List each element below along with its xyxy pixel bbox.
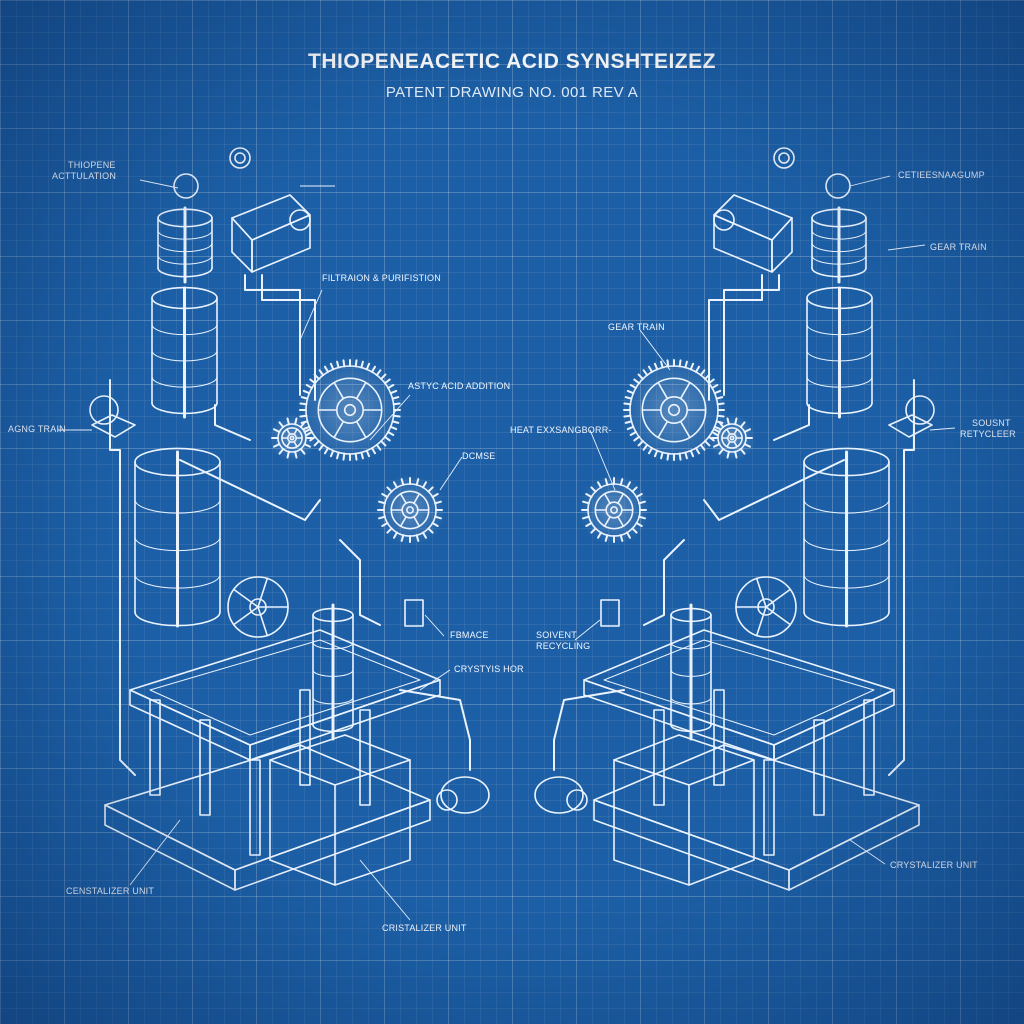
pinion-gear bbox=[268, 414, 316, 462]
label-agng-train: AGNG TRAIN bbox=[8, 424, 66, 434]
filter-vessel bbox=[151, 286, 218, 419]
control-box bbox=[404, 599, 424, 627]
bevel-gear bbox=[578, 474, 650, 546]
base-plate-side bbox=[593, 799, 790, 891]
label-fbmace: FBMACE bbox=[450, 630, 489, 640]
transfer-pipe bbox=[179, 459, 321, 521]
drive-motor-side bbox=[251, 214, 311, 273]
frame-leg bbox=[713, 689, 725, 786]
base-plate-top bbox=[104, 744, 431, 871]
drawing-title: THIOPENEACETIC ACID SYNSHTEIZEZ bbox=[308, 50, 716, 73]
frame-leg bbox=[149, 699, 161, 796]
main-gear bbox=[296, 356, 404, 464]
leader-line bbox=[369, 394, 411, 441]
label-cetieesnaagump: CETIEESNAAGUMP bbox=[898, 170, 985, 180]
drive-motor-top bbox=[713, 194, 793, 241]
return-line bbox=[109, 379, 136, 776]
filter-vessel bbox=[806, 286, 873, 419]
label-heat-exchanger: HEAT EXXSANGBORR- bbox=[510, 425, 612, 435]
label-solvent-recycling: SOIVENT RECYCLING bbox=[536, 630, 591, 651]
leader-line bbox=[139, 179, 179, 189]
reactor-column bbox=[670, 603, 712, 741]
label-censtalizer-unit: CENSTALIZER UNIT bbox=[66, 886, 155, 896]
leader-line bbox=[574, 619, 601, 641]
main-gear bbox=[620, 356, 728, 464]
leader-line bbox=[129, 819, 181, 886]
frame-leg bbox=[359, 709, 371, 806]
machine-right bbox=[534, 147, 935, 891]
aging-tank-cap bbox=[91, 414, 136, 438]
base-plate-top bbox=[593, 744, 920, 871]
drive-motor-top bbox=[231, 194, 311, 241]
upper-platform-edge bbox=[129, 689, 251, 761]
bearing bbox=[229, 147, 251, 169]
storage-tank bbox=[803, 447, 890, 628]
leader-line bbox=[419, 669, 451, 691]
pump-housing bbox=[534, 776, 584, 814]
upper-platform bbox=[129, 629, 441, 746]
pipe-run bbox=[244, 274, 316, 401]
frame-leg bbox=[249, 759, 261, 856]
drive-motor-side bbox=[713, 214, 773, 273]
frame-leg bbox=[763, 759, 775, 856]
return-line bbox=[888, 379, 915, 776]
upper-platform-side bbox=[583, 679, 775, 761]
drive-motor-front bbox=[771, 217, 793, 273]
leader-line bbox=[929, 427, 956, 431]
pinion-gear bbox=[708, 414, 756, 462]
leader-line bbox=[849, 839, 886, 865]
upper-platform-edge bbox=[773, 689, 895, 761]
aging-tank-cap bbox=[888, 414, 933, 438]
label-crystalizer-hor: CRYSTYIS HOR bbox=[454, 664, 524, 674]
transfer-pipe bbox=[703, 459, 845, 521]
upper-platform bbox=[583, 629, 895, 746]
leader-line bbox=[589, 429, 616, 491]
leader-line bbox=[359, 859, 411, 921]
reactor-column bbox=[312, 603, 354, 741]
label-thiophene-actuation: THIOPENE ACTTULATION bbox=[52, 160, 117, 181]
leader-line bbox=[639, 329, 671, 371]
leader-line bbox=[424, 614, 445, 637]
valve-head bbox=[825, 173, 851, 199]
leader-line bbox=[439, 456, 463, 491]
label-crystalizer-unit-right: CRYSTALIZER UNIT bbox=[890, 860, 978, 870]
cabinet-body bbox=[613, 734, 755, 886]
pipe-run bbox=[708, 274, 780, 401]
motor-housing bbox=[811, 206, 867, 284]
leader-line bbox=[887, 244, 926, 251]
base-plate-front bbox=[104, 804, 236, 891]
control-box bbox=[600, 599, 620, 627]
motor-housing bbox=[157, 206, 213, 284]
machine-left bbox=[89, 147, 490, 891]
label-acetic-acid-addition: ASTYC ACID ADDITION bbox=[408, 381, 511, 391]
label-sousnt-recycler: SOUSNT RETYCLEER bbox=[960, 418, 1016, 439]
bevel-gear bbox=[374, 474, 446, 546]
label-cristalizer-unit: CRISTALIZER UNIT bbox=[382, 923, 467, 933]
cabinet-body bbox=[269, 734, 411, 886]
label-filtration-purification: FILTRAION & PURIFISTION bbox=[322, 273, 441, 283]
drawing-number: PATENT DRAWING NO. 001 REV A bbox=[385, 84, 639, 101]
leader-line bbox=[299, 289, 323, 341]
frame-leg bbox=[863, 699, 875, 796]
frame-leg bbox=[813, 719, 825, 816]
bearing bbox=[773, 147, 795, 169]
label-gear-train-center: GEAR TRAIN bbox=[608, 322, 665, 332]
valve-head bbox=[173, 173, 199, 199]
base-plate-side bbox=[234, 799, 431, 891]
leader-line bbox=[849, 175, 891, 187]
label-gear-train-right: GEAR TRAIN bbox=[930, 242, 987, 252]
label-dcmse: DCMSE bbox=[462, 451, 496, 461]
frame-leg bbox=[653, 709, 665, 806]
upper-platform-side bbox=[249, 679, 441, 761]
frame-leg bbox=[299, 689, 311, 786]
storage-tank bbox=[134, 447, 221, 628]
pump-housing bbox=[440, 776, 490, 814]
drive-motor-front bbox=[231, 217, 253, 273]
frame-leg bbox=[199, 719, 211, 816]
base-plate-front bbox=[788, 804, 920, 891]
